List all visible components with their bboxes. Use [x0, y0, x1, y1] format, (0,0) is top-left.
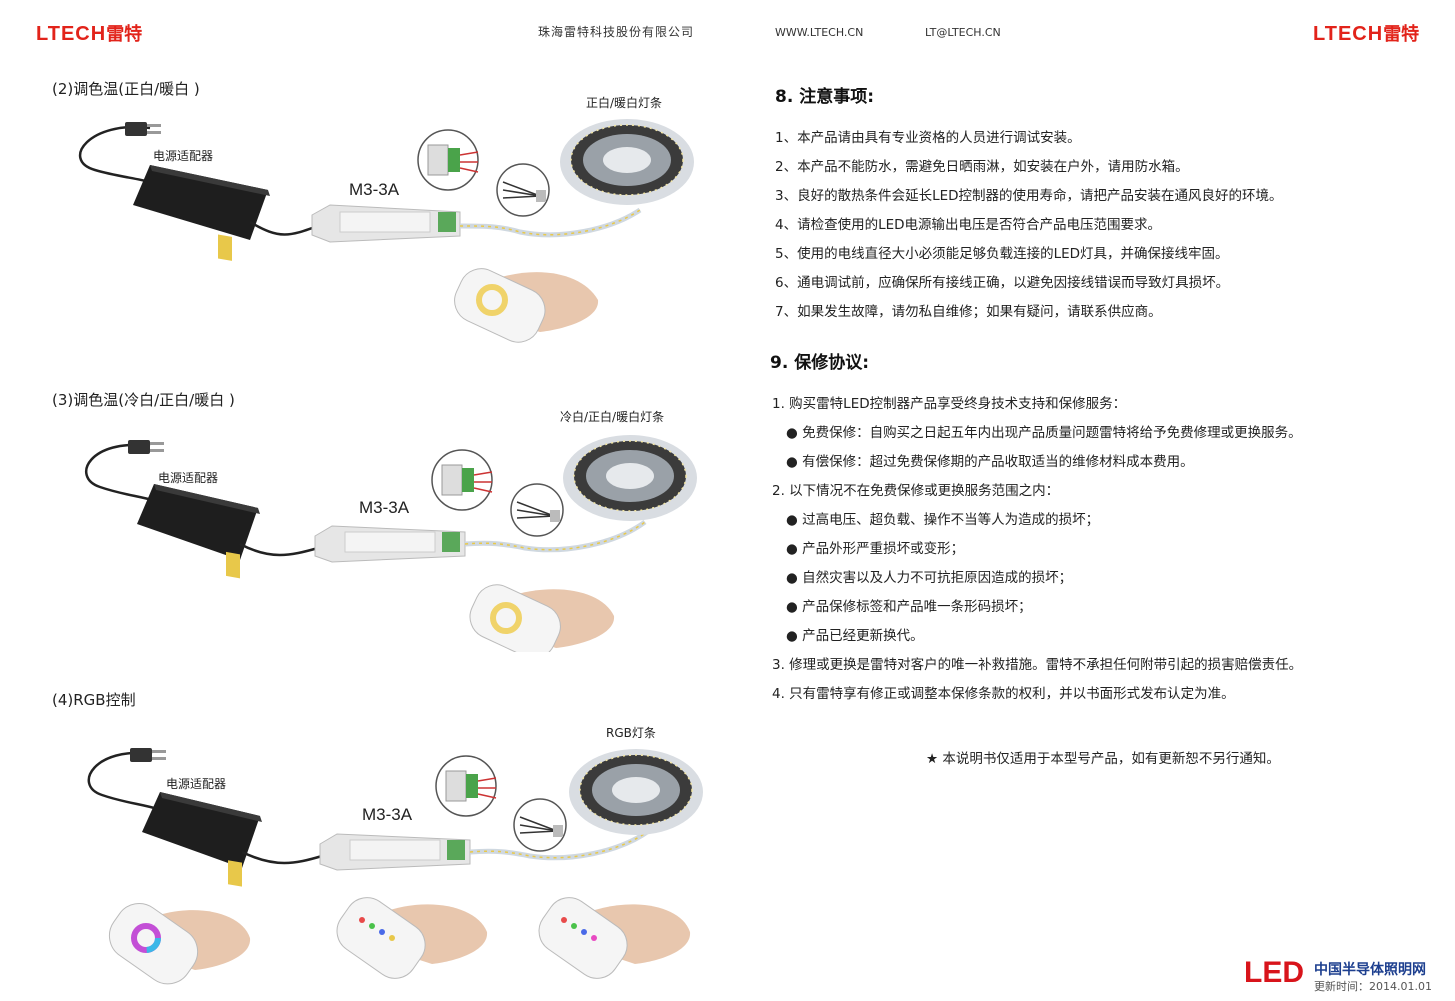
diagram-cct-3ch: (3)调色温(冷白/正白/暖白 ) 电源适配器 M3-3A 冷白/正白/暖白灯条	[0, 312, 730, 652]
header-website: WWW.LTECH.CN	[775, 26, 864, 39]
header-company: 珠海雷特科技股份有限公司	[538, 25, 695, 39]
connector-zoom-icon	[496, 163, 550, 217]
logo-text-cn: 雷特	[106, 24, 143, 45]
list-item: 3. 修理或更换是雷特对客户的唯一补救措施。雷特不承担任何附带引起的损害赔偿责任…	[772, 657, 1303, 673]
list-item: ● 产品保修标签和产品唯一条形码损坏；	[786, 599, 1032, 615]
power-adapter-icon	[133, 165, 270, 261]
list-item: 1、本产品请由具有专业资格的人员进行调试安装。	[775, 130, 1081, 146]
controller-label: M3-3A	[362, 805, 413, 824]
controller-label: M3-3A	[359, 498, 410, 517]
rgb-key-remote-icon	[336, 897, 488, 979]
plug-icon	[128, 440, 150, 454]
adapter-label: 电源适配器	[166, 777, 227, 791]
notes-heading: 8. 注意事项:	[775, 87, 875, 107]
led-strip-reel-icon	[563, 435, 697, 521]
wiring-diagrams: (2)调色温(正白/暖白 ) 电源适配器 M3-3A 正白/暖白灯条	[0, 0, 730, 1001]
led-strip-reel-icon	[560, 119, 694, 205]
plug-icon	[130, 748, 152, 762]
diagram-cct-2ch: (2)调色温(正白/暖白 ) 电源适配器 M3-3A 正白/暖白灯条	[0, 0, 730, 343]
controller-icon	[314, 525, 466, 563]
diagram-title: (4)RGB控制	[52, 691, 136, 709]
footnote: ★ 本说明书仅适用于本型号产品，如有更新恕不另行通知。	[926, 751, 1280, 767]
header-logo-right: LTECH雷特	[1313, 20, 1419, 46]
power-adapter-icon	[137, 484, 260, 579]
terminal-zoom-icon	[431, 449, 493, 511]
strip-label: 冷白/正白/暖白灯条	[560, 410, 665, 424]
notes-list: 1、本产品请由具有专业资格的人员进行调试安装。 2、本产品不能防水，需避免日晒雨…	[775, 126, 1283, 329]
list-item: 2. 以下情况不在免费保修或更换服务范围之内：	[772, 483, 1060, 499]
strip-label: 正白/暖白灯条	[586, 96, 663, 110]
wiring-illustration	[78, 119, 694, 343]
list-item: ● 过高电压、超负载、操作不当等人为造成的损坏；	[786, 512, 1100, 528]
controller-icon	[311, 204, 461, 243]
terminal-zoom-icon	[435, 755, 497, 817]
header-email: LT@LTECH.CN	[925, 26, 1001, 39]
controller-label: M3-3A	[349, 180, 400, 199]
strip-label: RGB灯条	[606, 726, 656, 740]
diagram-title: (3)调色温(冷白/正白/暖白 )	[52, 391, 235, 409]
header-logo-left: LTECH雷特	[36, 20, 142, 46]
list-item: 3、良好的散热条件会延长LED控制器的使用寿命，请把产品安装在通风良好的环境。	[775, 188, 1283, 204]
list-item: ● 产品已经更新换代。	[786, 628, 924, 644]
list-item: ● 自然灾害以及人力不可抗拒原因造成的损坏；	[786, 570, 1073, 586]
wiring-illustration	[87, 748, 703, 985]
list-item: 4、请检查使用的LED电源输出电压是否符合产品电压范围要求。	[775, 217, 1162, 233]
diagram-title: (2)调色温(正白/暖白 )	[52, 80, 200, 98]
watermark-logo: LED	[1244, 956, 1304, 989]
controller-icon	[319, 833, 471, 871]
rgb-touch-remote-icon	[108, 903, 251, 985]
adapter-label: 电源适配器	[153, 149, 214, 163]
list-item: ● 有偿保修：超过免费保修期的产品收取适当的维修材料成本费用。	[786, 454, 1194, 470]
logo-text: LTECH	[1313, 23, 1384, 45]
list-item: ● 免费保修：自购买之日起五年内出现产品质量问题雷特将给予免费修理或更换服务。	[786, 425, 1302, 441]
list-item: 1. 购买雷特LED控制器产品享受终身技术支持和保修服务：	[772, 396, 1127, 412]
list-item: 6、通电调试前，应确保所有接线正确，以避免因接线错误而导致灯具损坏。	[775, 275, 1230, 291]
list-item: 7、如果发生故障，请勿私自维修；如果有疑问，请联系供应商。	[775, 304, 1162, 320]
list-item: 4. 只有雷特享有修正或调整本保修条款的权利，并以书面形式发布认定为准。	[772, 686, 1235, 702]
adapter-label: 电源适配器	[158, 471, 219, 485]
connector-zoom-icon	[510, 483, 564, 537]
rgb-key-remote-icon	[538, 897, 691, 979]
led-strip-reel-icon	[569, 749, 703, 835]
logo-text: LTECH	[36, 23, 107, 45]
list-item: 5、使用的电线直径大小必须能足够负载连接的LED灯具，并确保接线牢固。	[775, 246, 1229, 262]
connector-zoom-icon	[513, 798, 567, 852]
list-item: ● 产品外形严重损坏或变形；	[786, 541, 965, 557]
warranty-heading: 9. 保修协议:	[770, 353, 870, 373]
logo-text-cn: 雷特	[1383, 24, 1420, 45]
diagram-rgb: (4)RGB控制 电源适配器 M3-3A RGB灯条	[0, 620, 730, 1001]
watermark: LED 中国半导体照明网 更新时间：2014.01.01	[1244, 956, 1449, 996]
wiring-illustration	[85, 435, 697, 652]
power-adapter-icon	[142, 792, 262, 887]
list-item: 2、本产品不能防水，需避免日晒雨淋，如安装在户外，请用防水箱。	[775, 159, 1189, 175]
terminal-zoom-icon	[417, 129, 479, 191]
remote-control-icon	[454, 268, 599, 343]
watermark-sub: 更新时间：2014.01.01	[1314, 980, 1432, 993]
warranty-list: 1. 购买雷特LED控制器产品享受终身技术支持和保修服务： ● 免费保修：自购买…	[772, 392, 1302, 711]
remote-control-icon	[469, 584, 615, 652]
plug-icon	[125, 122, 147, 136]
watermark-site-name: 中国半导体照明网	[1314, 962, 1426, 978]
